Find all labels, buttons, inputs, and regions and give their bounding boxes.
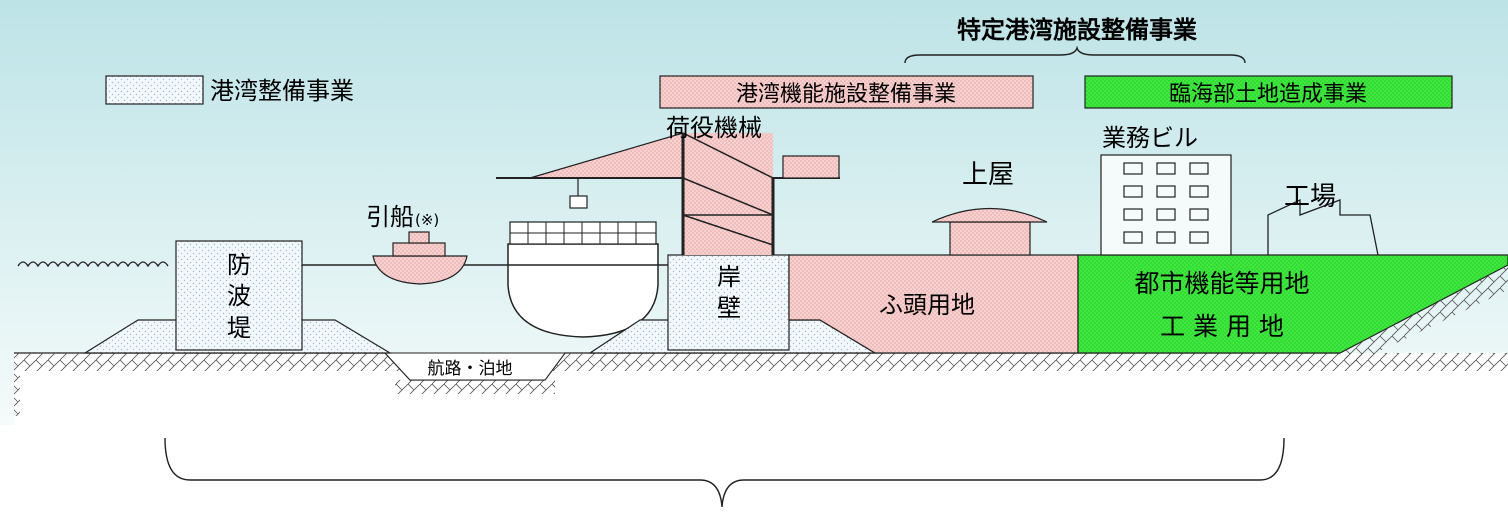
legend-swatch-port-development bbox=[105, 75, 204, 105]
bottom-brace bbox=[164, 437, 1285, 508]
legend-coastal-land: 臨海部土地造成事業 bbox=[1169, 82, 1367, 107]
channel-area bbox=[383, 352, 566, 381]
channel-label: 航路・泊地 bbox=[428, 359, 513, 379]
legend-swatch-coastal-land bbox=[1084, 75, 1453, 109]
tugboat-note: (※) bbox=[415, 211, 439, 229]
container-ship bbox=[507, 221, 659, 338]
breakwater-label-1: 防 bbox=[227, 251, 251, 279]
shed-label: 上屋 bbox=[962, 160, 1014, 190]
specific-port-facility-title: 特定港湾施設整備事業 bbox=[957, 16, 1197, 44]
cargo-machinery-label: 荷役機械 bbox=[666, 114, 762, 142]
breakwater-label-3: 堤 bbox=[227, 314, 251, 342]
quay-label-2: 壁 bbox=[717, 294, 741, 322]
top-brace bbox=[904, 45, 1246, 64]
industrial-land-label: 工 業 用 地 bbox=[1160, 312, 1284, 341]
business-building bbox=[1100, 154, 1232, 256]
sea-waves bbox=[17, 261, 169, 268]
business-building-label: 業務ビル bbox=[1102, 124, 1198, 152]
factory-label: 工場 bbox=[1284, 182, 1336, 212]
quay-wall bbox=[667, 254, 790, 351]
legend-port-development: 港湾整備事業 bbox=[210, 77, 354, 105]
tugboat-label: 引船 bbox=[366, 203, 414, 231]
breakwater-label-2: 波 bbox=[227, 282, 251, 310]
tugboat bbox=[372, 231, 468, 285]
wharf-land-label: ふ頭用地 bbox=[879, 291, 975, 319]
quay-label-1: 岸 bbox=[717, 263, 741, 291]
legend-port-function-facility: 港湾機能施設整備事業 bbox=[736, 82, 956, 107]
breakwater bbox=[175, 240, 303, 351]
cargo-crane bbox=[496, 132, 840, 255]
legend-swatch-port-function bbox=[659, 75, 1034, 109]
factory bbox=[1267, 198, 1379, 256]
seabed bbox=[14, 352, 1508, 425]
shed bbox=[931, 207, 1048, 256]
urban-land-label: 都市機能等用地 bbox=[1134, 269, 1309, 298]
